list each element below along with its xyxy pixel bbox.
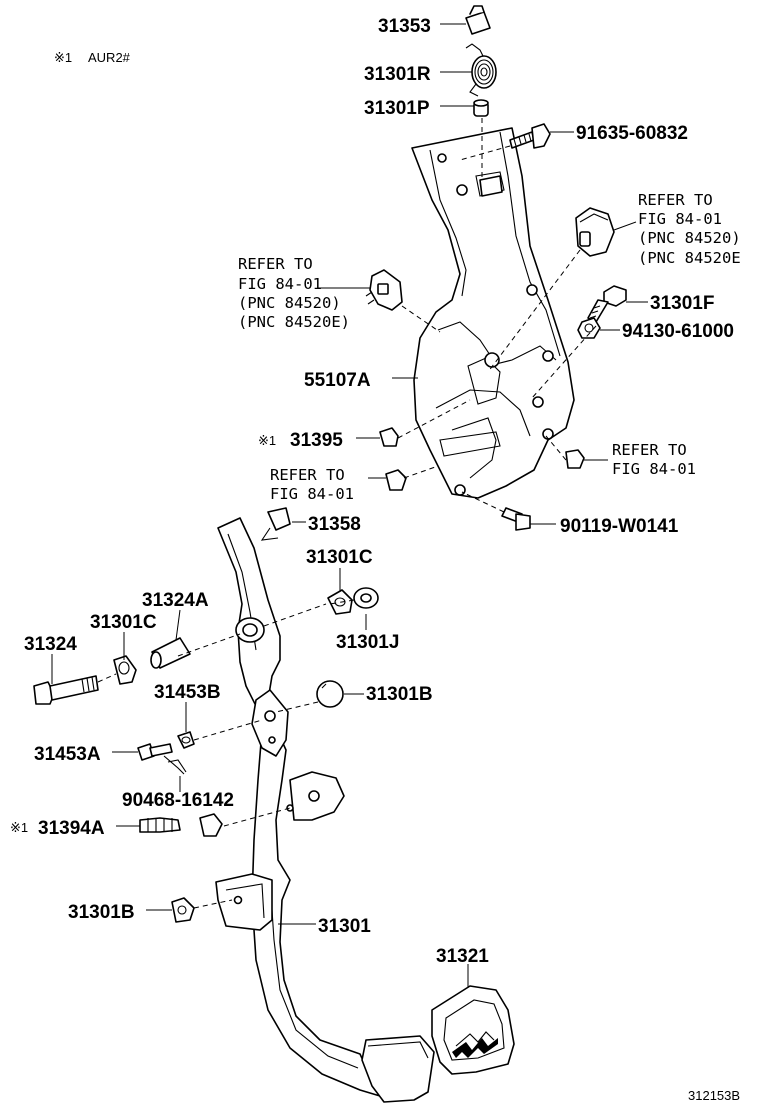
pedal-pad-31321 (431, 985, 515, 1075)
label-31395-mark: ※1 (258, 433, 276, 448)
leader-lines (51, 23, 648, 988)
collar-31324A (150, 637, 191, 669)
label-31395: 31395 (290, 430, 343, 451)
bolt-31301F (587, 285, 627, 323)
label-31301C-left: 31301C (90, 612, 157, 633)
note-text: AUR2# (88, 50, 131, 65)
label-31301F: 31301F (650, 293, 714, 314)
label-31453A: 31453A (34, 744, 101, 765)
label-31301C-top: 31301C (306, 547, 373, 568)
ref-right-line-3: (PNC 84520) (638, 229, 741, 247)
ref-lower-right-line-1: REFER TO (612, 441, 687, 459)
label-31324: 31324 (24, 634, 77, 655)
ref-lower-middle-line-1: REFER TO (270, 466, 345, 484)
label-31453B: 31453B (154, 682, 221, 703)
label-94130-61000: 94130-61000 (622, 321, 734, 342)
collar-31301P (473, 99, 489, 117)
nut-94130-61000 (577, 317, 601, 339)
label-31394A-mark: ※1 (10, 820, 28, 835)
ref-lower-middle-line-2: FIG 84-01 (270, 485, 354, 503)
brake-pedal-arm (215, 517, 435, 1103)
stop-lamp-switch-right (575, 207, 615, 257)
cushion-31301B-bottom (171, 897, 195, 923)
notes: ※1 AUR2# (54, 50, 131, 65)
bushing-31301J (353, 587, 379, 609)
ref-left-line-1: REFER TO (238, 255, 313, 273)
clip-31358 (260, 507, 291, 541)
ref-right-line-1: REFER TO (638, 191, 713, 209)
label-90119-W0141: 90119-W0141 (560, 516, 679, 537)
return-spring-31301R (465, 43, 497, 97)
clip-31395 (379, 427, 399, 447)
label-31301: 31301 (318, 916, 371, 937)
label-31301J: 31301J (336, 632, 399, 653)
label-31324A: 31324A (142, 590, 209, 611)
note-mark: ※1 (54, 50, 72, 65)
nut-lower-right (565, 449, 585, 469)
ref-right-line-2: FIG 84-01 (638, 210, 722, 228)
assembly-lines (97, 118, 597, 909)
label-31353: 31353 (378, 16, 431, 37)
label-31301B-bottom: 31301B (68, 902, 135, 923)
ref-lower-right-line-2: FIG 84-01 (612, 460, 696, 478)
ref-left-line-3: (PNC 84520) (238, 294, 341, 312)
bushing-31301C-top (327, 589, 353, 615)
reference-labels: REFER TO FIG 84-01 (PNC 84520) (PNC 8452… (238, 191, 741, 503)
pin-31453A (137, 743, 173, 761)
pedal-support-bracket (411, 127, 575, 499)
nut-lower-middle (385, 469, 407, 491)
label-31321: 31321 (436, 946, 489, 967)
label-91635-60832: 91635-60832 (576, 123, 688, 144)
bolt-91635-60832 (509, 123, 551, 149)
bolt-90119-W0141 (501, 507, 531, 531)
cushion-31301B-top (316, 680, 344, 708)
clip-90468-16142 (163, 755, 187, 775)
part-labels: 31353 31301R 31301P 91635-60832 55107A 3… (10, 16, 734, 967)
ref-left-line-4: (PNC 84520E) (238, 313, 350, 331)
label-31301B-top: 31301B (366, 684, 433, 705)
label-55107A: 55107A (304, 370, 371, 391)
label-31358: 31358 (308, 514, 361, 535)
label-31301R: 31301R (364, 64, 431, 85)
label-31394A: 31394A (38, 818, 105, 839)
bushing-31453B (177, 731, 195, 749)
label-31301P: 31301P (364, 98, 430, 119)
bolt-31324 (33, 675, 99, 705)
ref-right-line-4: (PNC 84520E (638, 249, 741, 267)
ref-left-line-2: FIG 84-01 (238, 275, 322, 293)
sensor-switch-left (365, 269, 403, 311)
clip-31394A (139, 813, 223, 837)
figure-code: 312153B (688, 1088, 740, 1103)
clip-31353 (465, 5, 491, 35)
label-90468-16142: 90468-16142 (122, 790, 234, 811)
bushing-31301C-left (113, 655, 137, 685)
